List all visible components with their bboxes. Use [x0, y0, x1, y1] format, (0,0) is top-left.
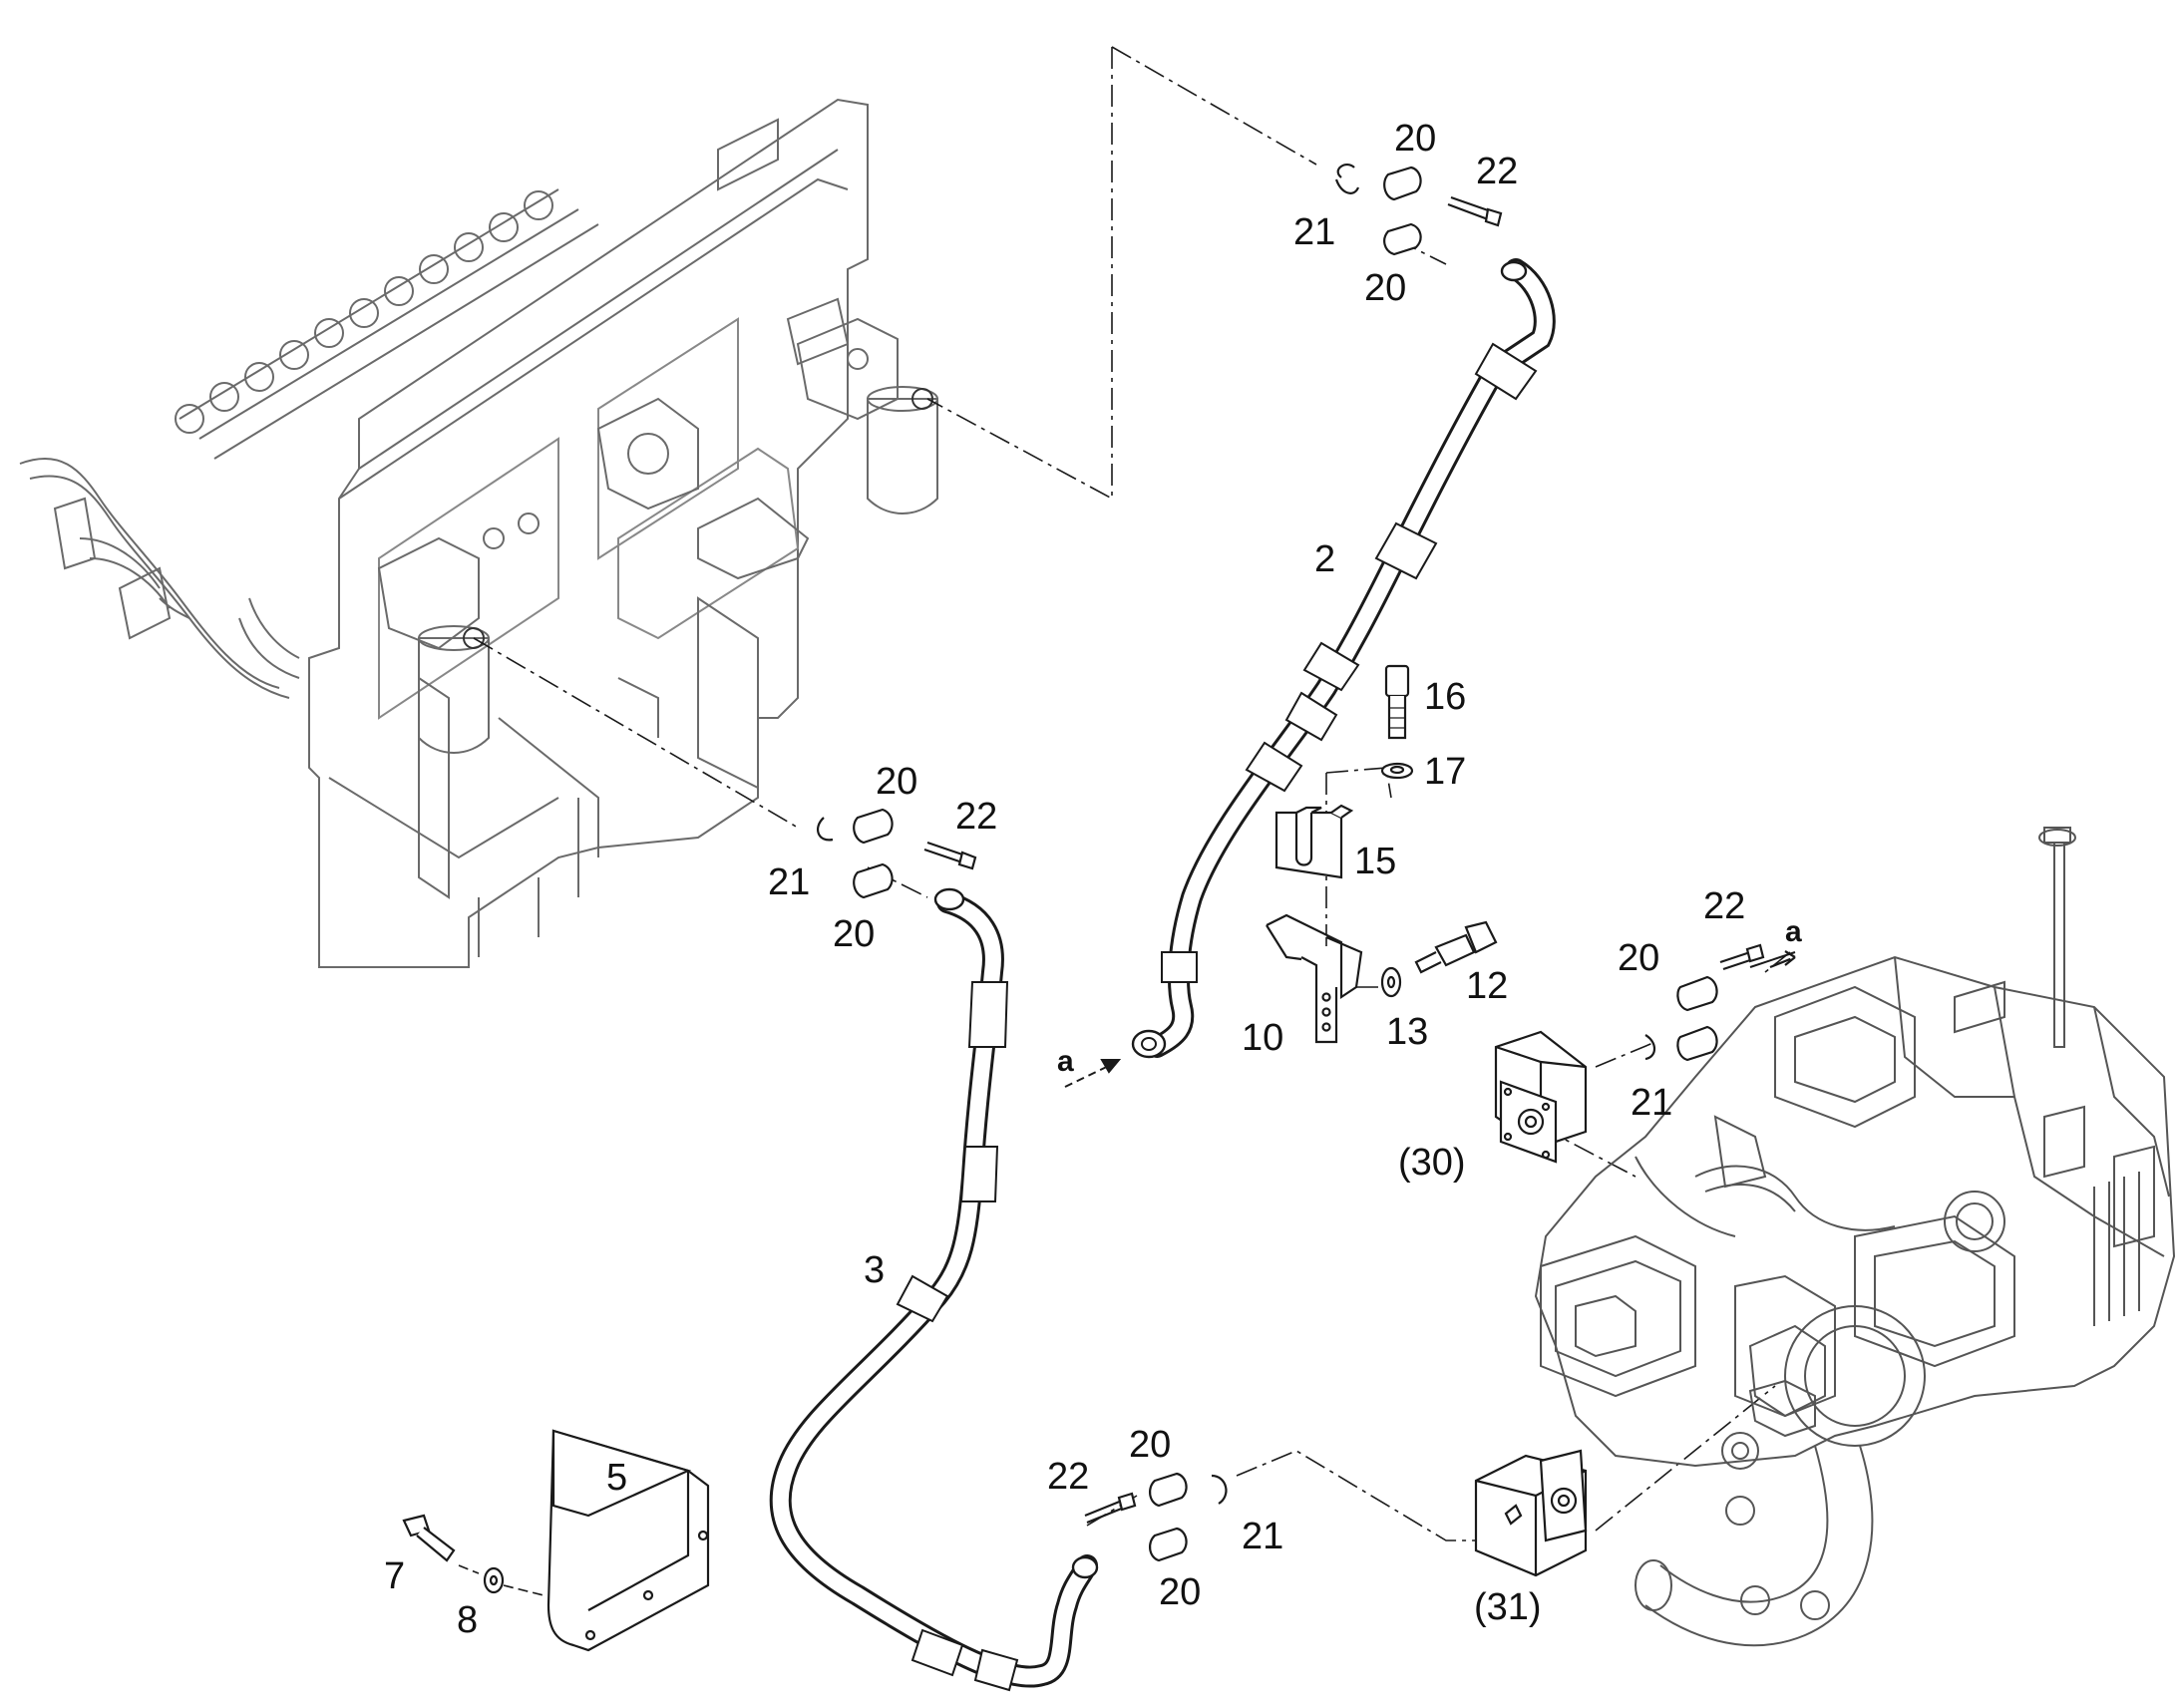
- label-part-21-bottom: 21: [1242, 1516, 1284, 1557]
- arrow-a-right: [1749, 951, 1796, 968]
- label-part-12: 12: [1466, 965, 1509, 1007]
- label-part-2: 2: [1314, 538, 1336, 580]
- flange-kit-top: [1334, 163, 1503, 256]
- arrow-a-left: [1064, 1059, 1122, 1088]
- label-part-16: 16: [1424, 676, 1467, 718]
- flange-kit-right: [1644, 943, 1796, 1062]
- bolt-16: [1384, 664, 1410, 740]
- adapter-block-30: [1494, 1030, 1588, 1164]
- spacer-15: [1274, 804, 1354, 879]
- bolt-12: [1414, 920, 1498, 974]
- leader-lines: [473, 46, 1791, 1541]
- bolt-7: [402, 1514, 456, 1562]
- label-part-3: 3: [864, 1249, 886, 1291]
- label-part-21-mid: 21: [768, 861, 811, 903]
- label-part-7: 7: [384, 1555, 406, 1597]
- label-part-17: 17: [1424, 751, 1467, 793]
- washer-13: [1380, 966, 1402, 998]
- label-part-21-top: 21: [1293, 211, 1336, 253]
- label-part-8: 8: [457, 1599, 479, 1641]
- label-part-20-top-a: 20: [1394, 118, 1437, 160]
- label-part-20-bottom-a: 20: [1129, 1424, 1172, 1466]
- label-part-21-right: 21: [1631, 1082, 1673, 1124]
- bracket-10: [1266, 913, 1363, 1044]
- label-part-5: 5: [606, 1457, 628, 1499]
- flange-kit-middle: [816, 808, 977, 899]
- label-part-10: 10: [1242, 1017, 1284, 1059]
- label-part-22-bottom: 22: [1047, 1456, 1090, 1498]
- washer-17: [1380, 762, 1414, 780]
- label-part-20-right: 20: [1618, 937, 1660, 979]
- label-arrow-a-right: a: [1785, 915, 1802, 948]
- label-part-22-top: 22: [1476, 151, 1519, 192]
- washer-8: [483, 1566, 505, 1594]
- label-part-20-mid-a: 20: [876, 761, 918, 803]
- hydraulic-frame-assembly: [19, 98, 938, 968]
- pump-transmission-assembly: [1534, 827, 2176, 1647]
- label-part-15: 15: [1354, 841, 1397, 882]
- flange-kit-bottom: [1084, 1472, 1228, 1562]
- label-part-20-top-b: 20: [1364, 267, 1407, 309]
- label-part-22-right: 22: [1703, 885, 1746, 927]
- label-part-30: (30): [1398, 1142, 1466, 1184]
- cover-5: [546, 1429, 710, 1652]
- label-part-20-bottom-b: 20: [1159, 1571, 1202, 1613]
- adapter-block-31: [1474, 1449, 1588, 1577]
- label-part-20-mid-b: 20: [833, 913, 876, 955]
- hose-2: [1131, 258, 1556, 1059]
- hose-3: [769, 887, 1099, 1692]
- label-part-31: (31): [1474, 1586, 1542, 1628]
- label-part-13: 13: [1386, 1011, 1429, 1053]
- label-arrow-a-left: a: [1057, 1045, 1074, 1078]
- label-part-22-mid: 22: [955, 796, 998, 838]
